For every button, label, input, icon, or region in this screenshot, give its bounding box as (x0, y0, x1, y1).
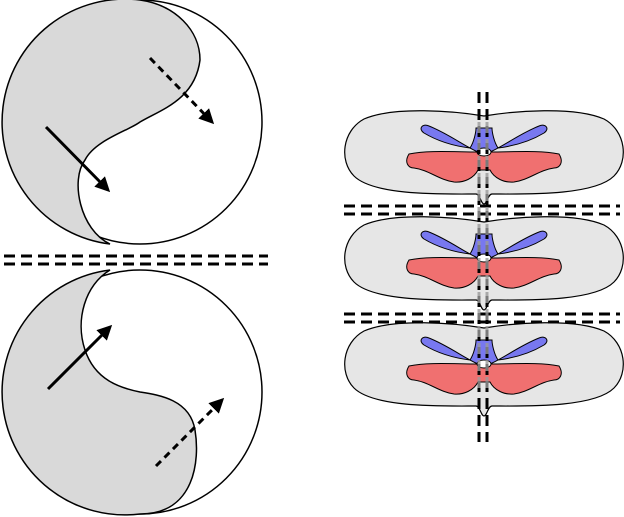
right-cut-lines (344, 204, 620, 324)
top-dashed-arrow (148, 56, 215, 125)
left-cut-line (4, 254, 268, 266)
bottom-solid-arrow (46, 324, 113, 391)
top-circle (1, 0, 263, 245)
cross-section-3 (344, 322, 624, 417)
bottom-circle-shaded-half (1, 269, 198, 516)
cross-section-1 (344, 110, 624, 205)
top-circle-shaded-half (1, 0, 201, 245)
bottom-dashed-arrow (154, 397, 225, 468)
top-solid-arrow (44, 125, 111, 193)
right-vertical-cut-line (477, 92, 489, 442)
bottom-circle (1, 269, 263, 516)
cross-section-2 (344, 216, 624, 311)
cross-sections (344, 110, 624, 417)
